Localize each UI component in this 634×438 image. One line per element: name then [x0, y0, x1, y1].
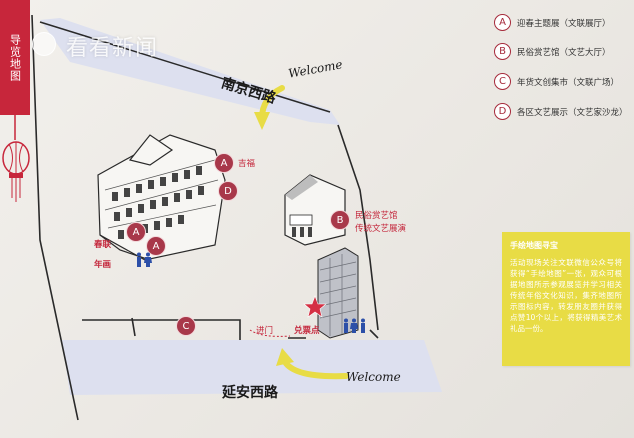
marker-d-top[interactable]: D: [218, 181, 238, 201]
watermark-logo-icon: [32, 32, 56, 56]
legend-label-b: 民俗赏艺馆（文艺大厅）: [517, 47, 611, 58]
treasure-hunt-card: 手绘地图寻宝 活动现场关注文联微信公众号将获得“手绘地图”一张，观众可根据地图所…: [502, 232, 630, 366]
label-exchange: 兑票点: [294, 326, 320, 336]
star-icon: [303, 295, 327, 318]
label-entrance: 进门: [256, 326, 274, 336]
marker-a-left[interactable]: A: [126, 222, 146, 242]
block-outline: [31, 14, 379, 421]
folk-art-hall-icon: [284, 174, 346, 246]
marker-b[interactable]: B: [330, 210, 350, 230]
lantern-icon: [2, 115, 30, 202]
legend-item-b: B 民俗赏艺馆（文艺大厅）: [494, 43, 611, 60]
legend-label-d: 各区文艺展示（文艺家沙龙）: [517, 107, 628, 118]
arrow-south-icon: [276, 348, 349, 380]
label-chuantong: 传统文艺展演: [355, 224, 407, 234]
legend-label-c: 年货文创集市（文联广场）: [517, 77, 620, 88]
legend-item-a: A 迎春主题展（文联展厅）: [494, 14, 611, 31]
marker-a-top[interactable]: A: [214, 153, 234, 173]
street-south-label: 延安西路: [222, 385, 278, 401]
welcome-south-label: Welcome: [346, 370, 401, 384]
tower-building-icon: [317, 247, 359, 339]
entrance-path: [249, 329, 291, 337]
restroom-west-icon: [134, 252, 154, 272]
marker-a-bottom[interactable]: A: [146, 236, 166, 256]
label-minsu: 民俗赏艺馆: [355, 211, 398, 221]
marker-c[interactable]: C: [176, 316, 196, 336]
legend-badge-b: B: [494, 43, 511, 60]
label-nianhua: 年画: [94, 260, 112, 270]
side-banner: 导览地图: [0, 0, 30, 115]
legend-item-c: C 年货文创集市（文联广场）: [494, 73, 619, 90]
label-fu: 吉福: [238, 159, 256, 169]
south-road: [62, 340, 442, 395]
legend-badge-a: A: [494, 14, 511, 31]
legend-label-a: 迎春主题展（文联展厅）: [517, 18, 611, 29]
treasure-hunt-title: 手绘地图寻宝: [510, 241, 558, 250]
legend-badge-d: D: [494, 103, 511, 120]
banner-title: 导览地图: [8, 33, 22, 82]
label-chunlian: 春联: [94, 240, 112, 250]
legend-item-d: D 各区文艺展示（文艺家沙龙）: [494, 103, 628, 120]
legend-badge-c: C: [494, 73, 511, 90]
arrow-north-icon: [254, 85, 285, 130]
treasure-hunt-body: 活动现场关注文联微信公众号将获得“手绘地图”一张，观众可根据地图所示参观展览并学…: [510, 258, 622, 333]
restroom-east-icon: [342, 318, 368, 338]
watermark-text: 看看新闻: [66, 36, 159, 61]
